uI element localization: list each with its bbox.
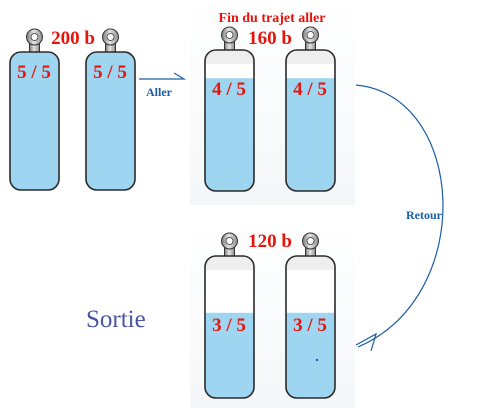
cylinder-start-right-outline <box>85 51 136 191</box>
arrow-retour: Retour <box>355 84 444 352</box>
cylinder-end-right-fill-label: 3 / 5 <box>293 315 327 336</box>
stage-end: 3 / 5 3 / 5 120 b <box>204 231 336 399</box>
cylinder-start-right-valve-hole <box>106 33 115 41</box>
cylinder-start-right-liquid <box>86 52 135 190</box>
cylinder-end-left <box>204 232 255 399</box>
cylinder-start-left-liquid <box>10 52 59 190</box>
stage-mid: Fin du trajet aller 4 / 5 4 / 5 160 b <box>204 11 336 192</box>
cylinder-mid-left <box>204 26 255 192</box>
cylinder-end-right-valve-hole <box>306 237 315 245</box>
pressure-end: 120 b <box>248 231 292 252</box>
stage-start: 5 / 5 5 / 5 200 b <box>9 28 136 191</box>
cylinder-start-left-outline <box>9 51 60 191</box>
pressure-mid: 160 b <box>248 28 292 49</box>
cylinder-end-right <box>285 232 336 399</box>
cylinder-end-left-liquid <box>205 312 254 398</box>
cylinder-end-left-valve-hole <box>225 237 234 245</box>
arrow-aller-label: Aller <box>146 85 173 99</box>
arrow-aller: Aller <box>139 72 187 99</box>
cylinder-end-right-liquid <box>286 312 335 398</box>
cylinder-mid-right-fill-label: 4 / 5 <box>293 79 327 100</box>
cylinder-start-left-valve-hole <box>30 33 39 41</box>
cylinder-mid-right-outline <box>285 49 336 192</box>
cylinder-mid-left-liquid <box>205 78 254 191</box>
cylinder-start-left-fill-label: 5 / 5 <box>17 62 51 83</box>
arrow-retour-label: Retour <box>406 208 443 222</box>
cylinder-mid-right <box>285 26 336 192</box>
cylinder-start-right-fill-label: 5 / 5 <box>93 62 127 83</box>
cylinder-mid-left-fill-label: 4 / 5 <box>212 79 246 100</box>
cylinder-mid-left-outline <box>204 49 255 192</box>
cylinder-mid-left-gas-shade <box>205 50 254 64</box>
cylinder-mid-right-gas-shade <box>286 50 335 64</box>
cylinder-end-left-fill-label: 3 / 5 <box>212 315 246 336</box>
cylinder-mid-left-valve-hole <box>225 31 234 39</box>
cylinder-end-right-outline <box>285 255 336 399</box>
cylinder-end-left-gas-shade <box>205 256 254 270</box>
cylinder-start-left <box>9 28 60 191</box>
bubble-dot <box>315 358 319 362</box>
cylinder-end-left-outline <box>204 255 255 399</box>
pressure-start: 200 b <box>51 28 95 49</box>
cylinder-mid-right-valve-hole <box>306 31 315 39</box>
cylinder-mid-right-liquid <box>286 78 335 191</box>
cylinder-start-right <box>85 28 136 191</box>
cylinder-end-right-gas-shade <box>286 256 335 270</box>
stage-mid-title: Fin du trajet aller <box>219 11 326 26</box>
sortie-label: Sortie <box>86 306 146 333</box>
